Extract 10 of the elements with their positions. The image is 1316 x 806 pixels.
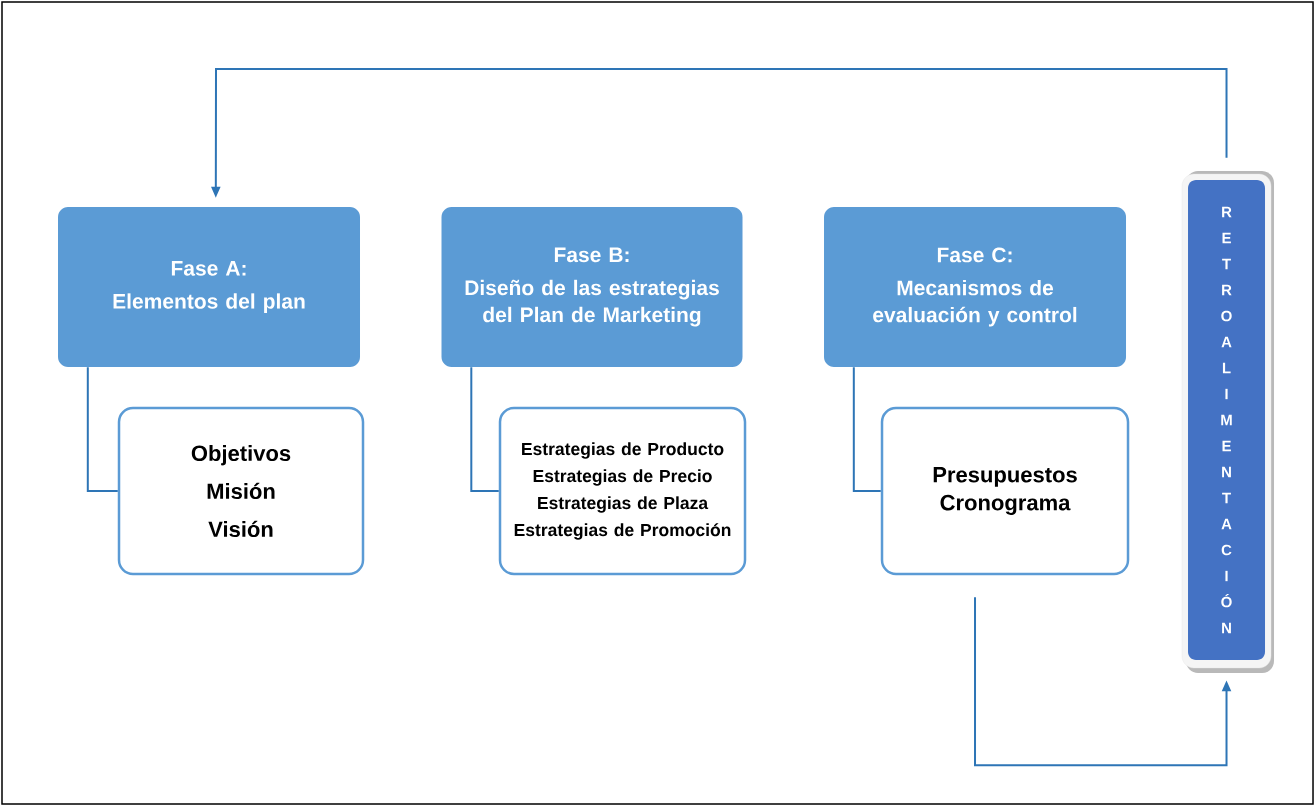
connector: [852, 366, 882, 492]
phase-box: Fase B: Diseño de las estrategias del Plan de Marketing: [441, 207, 743, 367]
connector: [470, 366, 500, 492]
connector: [86, 366, 119, 492]
item-box: Estrategias de Producto Estrategias de Precio Estrategias de Plaza Estrategias de Promoción: [498, 406, 747, 576]
phase-box: Fase C: Mecanismos de evaluación y control: [824, 207, 1126, 367]
phase-box: Fase A: Elementos del plan: [58, 207, 360, 367]
item-box: Presupuestos Cronograma: [880, 406, 1130, 576]
vertical-banner: RETROALIMENTACIÓN: [1181, 171, 1274, 673]
item-box: Objetivos Misión Visión: [117, 406, 365, 576]
